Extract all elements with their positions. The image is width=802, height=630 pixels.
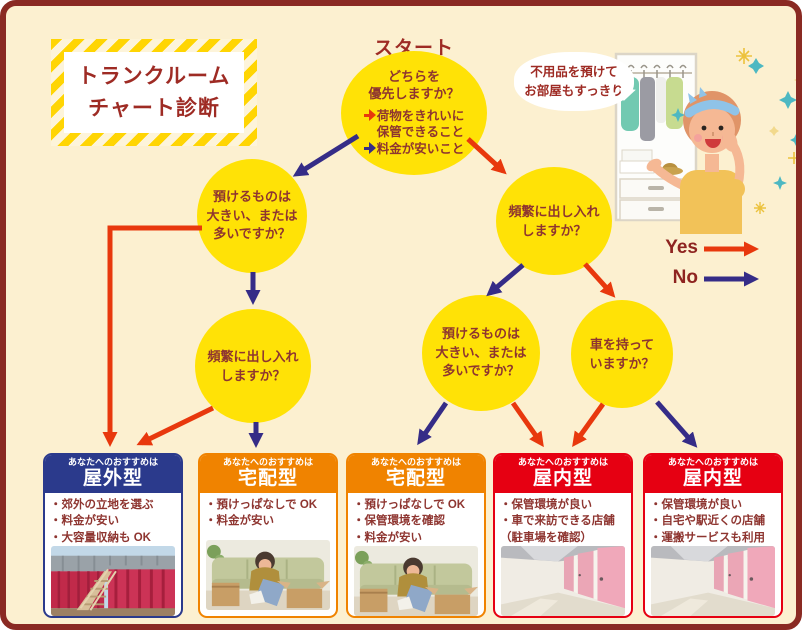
card-header: あなたへのおすすめは 屋内型	[495, 455, 631, 494]
result-card-delivery-b: あなたへのおすすめは 宅配型 ・預けっぱなしで OK ・保管環境を確認 ・料金が…	[346, 453, 486, 618]
result-card-outdoor: あなたへのおすすめは 屋外型 ・郊外の立地を選ぶ ・料金が安い ・大容量収納も …	[43, 453, 183, 618]
arrow-car-no	[655, 400, 698, 448]
card-bullets: ・保管環境が良い ・車で来訪できる店舗 （駐車場を確認）	[500, 499, 615, 544]
card-header: あなたへのおすすめは 屋内型	[645, 455, 781, 494]
title-line-2: チャート診断	[88, 96, 220, 120]
node-q-frequency-left: 頻繁に出し入れ しますか？	[195, 309, 311, 423]
title-box: トランクルーム チャート診断	[51, 39, 257, 146]
arrow-right-blue-icon	[363, 142, 376, 155]
start-options: 荷物をきれいに 保管できること 料金が安いこと	[363, 108, 464, 158]
card-header: あなたへのおすすめは 屋外型	[45, 455, 181, 494]
legend-yes-label: Yes	[665, 237, 698, 258]
card-header: あなたへのおすすめは 宅配型	[348, 455, 484, 494]
card-header: あなたへのおすすめは 宅配型	[200, 455, 336, 494]
photo-indoor-corridor	[501, 546, 625, 616]
arrow-size-mid-yes	[510, 401, 544, 448]
arrow-freq-right-yes	[583, 262, 616, 298]
arrow-freq-left-yes	[136, 405, 215, 446]
arrow-size-left-yes	[102, 225, 202, 447]
card-bullets: ・郊外の立地を選ぶ ・料金が安い ・大容量収納も OK	[50, 499, 154, 544]
node-q-frequency-right: 頻繁に出し入れ しますか？	[496, 167, 612, 275]
woman-icon	[646, 87, 745, 234]
start-option-2: 料金が安いこと	[363, 141, 464, 158]
arrow-freq-right-no	[486, 263, 525, 297]
woman-closet-illustration	[614, 48, 796, 234]
photo-outdoor-containers	[51, 546, 175, 616]
start-option-1-cont: 保管できること	[376, 125, 464, 140]
result-card-delivery-a: あなたへのおすすめは 宅配型 ・預けっぱなしで OK ・料金が安い	[198, 453, 338, 618]
card-bullets: ・預けっぱなしで OK ・保管環境を確認 ・料金が安い	[353, 499, 466, 544]
result-card-indoor-b: あなたへのおすすめは 屋内型 ・保管環境が良い ・自宅や駅近くの店舗 ・運搬サー…	[643, 453, 783, 618]
arrow-size-mid-no	[417, 401, 449, 446]
result-card-indoor-a: あなたへのおすすめは 屋内型 ・保管環境が良い ・車で来訪できる店舗 （駐車場を…	[493, 453, 633, 618]
legend-no-label: No	[672, 267, 698, 288]
arrow-right-red-icon	[363, 109, 376, 122]
photo-packing-sofa	[206, 540, 330, 610]
speech-bubble: 不用品を預けて お部屋もすっきり	[514, 52, 634, 111]
photo-indoor-corridor	[651, 546, 775, 616]
card-bullets: ・保管環境が良い ・自宅や駅近くの店舗 ・運搬サービスも利用	[650, 499, 765, 544]
start-node: どちらを 優先しますか？ 荷物をきれいに 保管できること 料金が安いこと	[341, 51, 487, 175]
node-q-size-left: 預けるものは 大きい、または 多いですか？	[197, 159, 307, 273]
sparkles-icon	[671, 48, 796, 214]
title-line-1: トランクルーム	[77, 65, 231, 88]
start-question: どちらを 優先しますか？	[368, 68, 460, 101]
photo-packing-sofa	[354, 546, 478, 616]
start-option-1: 荷物をきれいに	[363, 108, 464, 125]
page-title: トランクルーム チャート診断	[64, 52, 244, 133]
node-q-size-mid: 預けるものは 大きい、または 多いですか？	[422, 295, 540, 411]
node-q-car: 車を持って いますか？	[571, 300, 673, 408]
arrow-car-yes	[572, 402, 606, 448]
card-bullets: ・預けっぱなしで OK ・料金が安い	[205, 499, 318, 528]
